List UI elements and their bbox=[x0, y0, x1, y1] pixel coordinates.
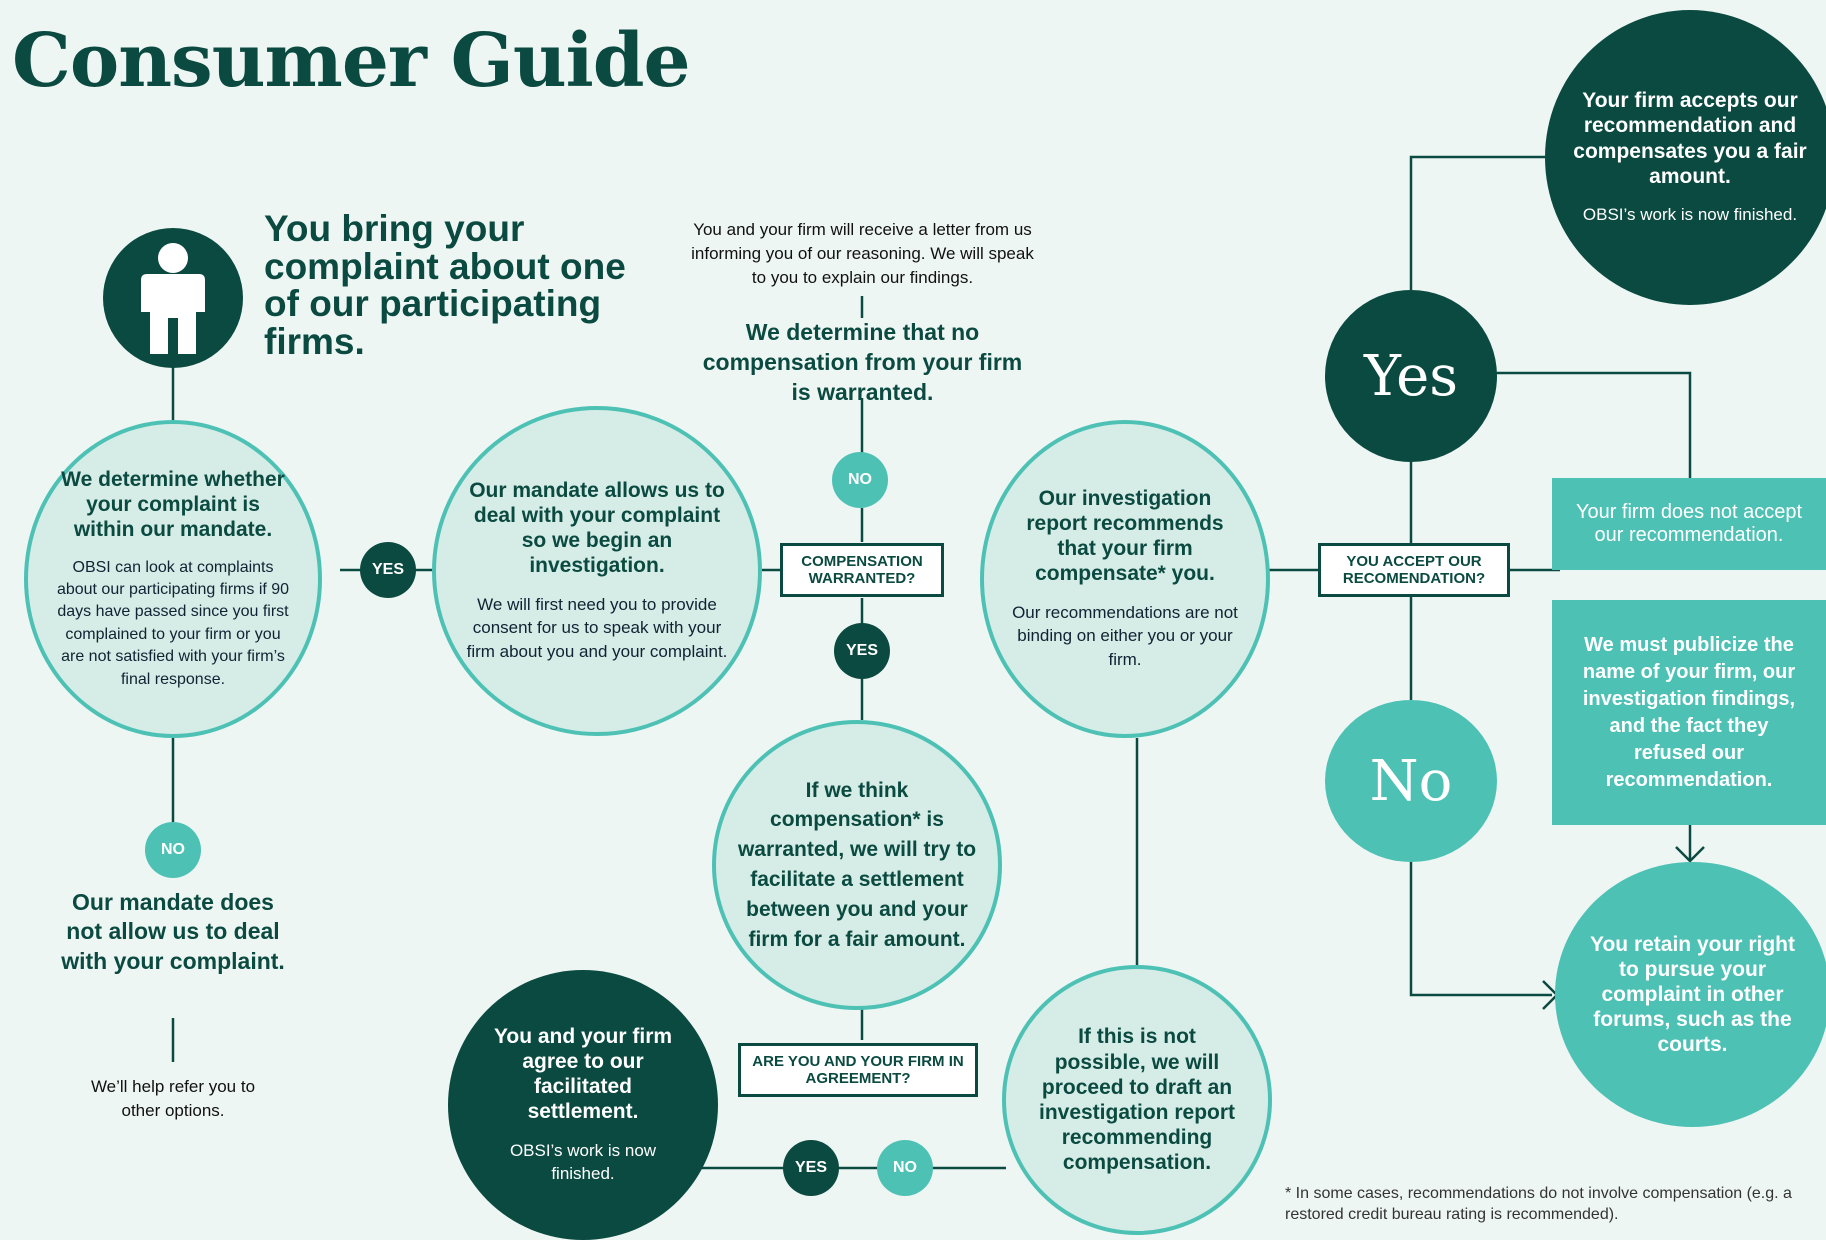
publicize-text: We must publicize the name of your firm,… bbox=[1582, 633, 1796, 791]
yes-badge-compensation: YES bbox=[834, 623, 890, 679]
retain-rights-text: You retain your right to pursue your com… bbox=[1590, 932, 1795, 1057]
firm-accepts-circle: Your firm accepts our recommendation and… bbox=[1545, 10, 1826, 305]
retain-rights-circle: You retain your right to pursue your com… bbox=[1555, 862, 1826, 1127]
mandate-check-circle: We determine whether your complaint is w… bbox=[24, 420, 322, 738]
big-yes-label: Yes bbox=[1364, 343, 1458, 409]
page-title: Consumer Guide bbox=[12, 18, 691, 104]
person-icon bbox=[141, 243, 205, 354]
draft-report-circle: If this is not possible, we will proceed… bbox=[1002, 965, 1272, 1235]
investigation-title: Our mandate allows us to deal with your … bbox=[469, 478, 725, 578]
footnote: * In some cases, recommendations do not … bbox=[1285, 1185, 1792, 1223]
investigation-body: We will first need you to provide consen… bbox=[466, 594, 728, 662]
investigation-circle: Our mandate allows us to deal with your … bbox=[432, 406, 762, 736]
accept-recommendation-question: YOU ACCEPT OUR RECOMENDATION? bbox=[1318, 543, 1510, 597]
mandate-no-heading: Our mandate does not allow us to deal wi… bbox=[61, 889, 285, 974]
report-title: Our investigation report recommends that… bbox=[1026, 486, 1224, 586]
agreement-title: You and your firm agree to our facilitat… bbox=[493, 1024, 673, 1124]
publicize-box: We must publicize the name of your firm,… bbox=[1552, 600, 1826, 825]
firm-accepts-title: Your firm accepts our recommendation and… bbox=[1573, 89, 1807, 188]
report-body: Our recommendations are not binding on e… bbox=[1012, 602, 1238, 670]
no-compensation-heading: We determine that no compensation from y… bbox=[702, 319, 1023, 405]
mandate-check-body: OBSI can look at complaints about our pa… bbox=[56, 558, 290, 688]
person-avatar bbox=[103, 228, 243, 368]
no-badge-compensation: NO bbox=[832, 452, 888, 508]
big-no-label: No bbox=[1369, 748, 1453, 814]
draft-report-title: If this is not possible, we will proceed… bbox=[1038, 1025, 1236, 1175]
in-agreement-question: ARE YOU AND YOUR FIRM IN AGREEMENT? bbox=[738, 1043, 978, 1097]
big-yes-circle: Yes bbox=[1325, 290, 1497, 462]
no-badge-mandate: NO bbox=[145, 822, 201, 878]
yes-badge-mandate: YES bbox=[360, 542, 416, 598]
intro-heading: You bring your complaint about one of ou… bbox=[264, 208, 626, 363]
no-badge-agreement: NO bbox=[877, 1140, 933, 1196]
facilitate-circle: If we think compensation* is warranted, … bbox=[712, 720, 1002, 1010]
yes-badge-agreement: YES bbox=[783, 1140, 839, 1196]
mandate-check-title: We determine whether your complaint is w… bbox=[61, 468, 285, 542]
mandate-no-body: We’ll help refer you to other options. bbox=[90, 1077, 256, 1120]
firm-accepts-body: OBSI’s work is now finished. bbox=[1582, 204, 1798, 224]
facilitate-title: If we think compensation* is warranted, … bbox=[737, 778, 977, 951]
agreement-body: OBSI’s work is now finished. bbox=[509, 1140, 657, 1184]
compensation-warranted-question: COMPENSATION WARRANTED? bbox=[780, 543, 944, 597]
firm-not-accept-text: Your firm does not accept our recommenda… bbox=[1575, 501, 1803, 546]
big-no-circle: No bbox=[1325, 700, 1497, 862]
report-circle: Our investigation report recommends that… bbox=[980, 420, 1270, 738]
agreement-circle: You and your firm agree to our facilitat… bbox=[448, 970, 718, 1240]
firm-not-accept-box: Your firm does not accept our recommenda… bbox=[1552, 478, 1826, 570]
no-compensation-note: You and your firm will receive a letter … bbox=[691, 220, 1034, 287]
